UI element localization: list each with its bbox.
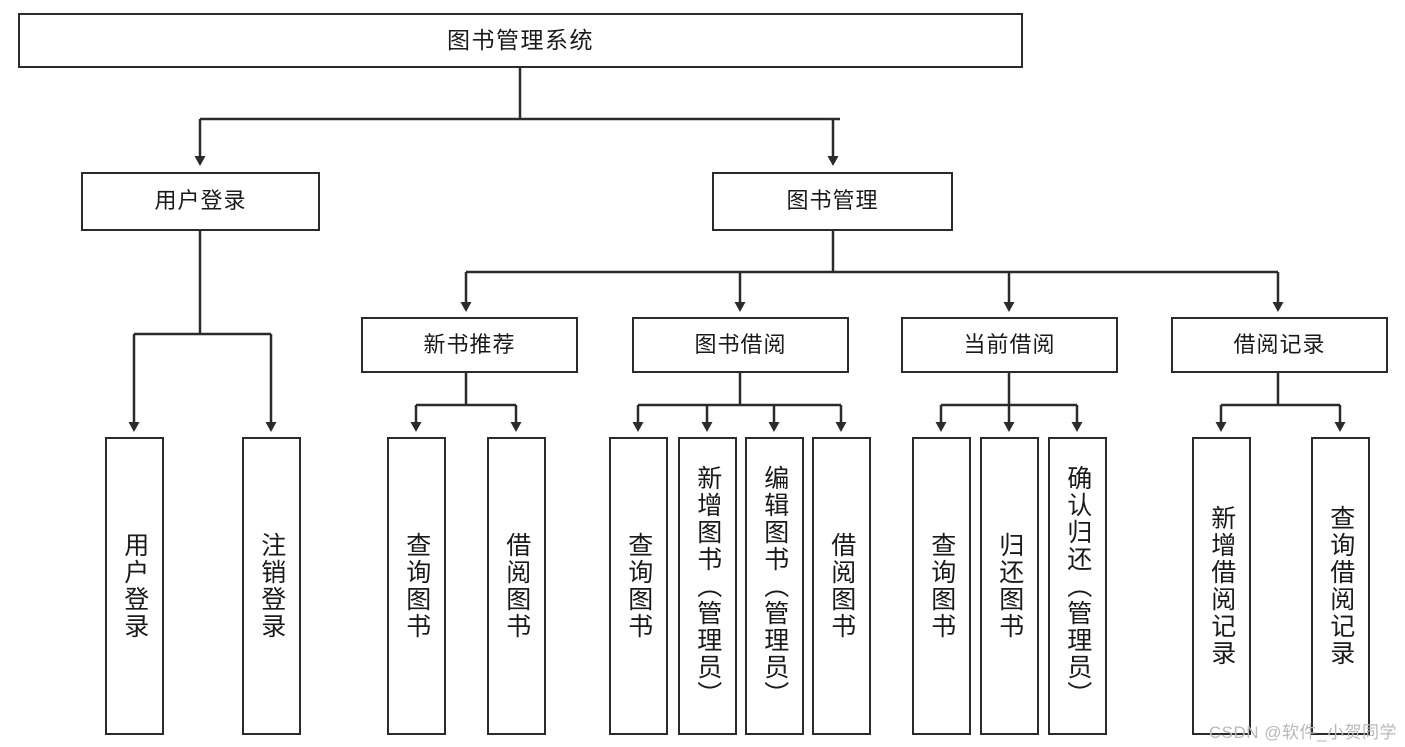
node-label: 借阅图书 [502,532,531,640]
node-label: 新增图书（管理员） [693,464,722,708]
node-label: 新书推荐 [423,331,516,357]
node-label: 用户登录 [154,188,247,214]
node-user-login[interactable]: 用户登录 [81,172,320,231]
node-book-management[interactable]: 图书管理 [712,172,953,231]
leaf-current-confirm-return-admin[interactable]: 确认归还（管理员） [1048,437,1107,735]
leaf-borrow-query-book[interactable]: 查询图书 [609,437,668,735]
leaf-borrow-edit-book-admin[interactable]: 编辑图书（管理员） [745,437,804,735]
node-borrow-record[interactable]: 借阅记录 [1171,317,1388,373]
node-label: 借阅图书 [827,532,856,640]
leaf-record-add-record[interactable]: 新增借阅记录 [1192,437,1251,735]
node-label: 查询图书 [927,532,956,640]
node-label: 图书管理 [786,188,879,214]
leaf-newbook-query-book[interactable]: 查询图书 [387,437,446,735]
node-label: 查询图书 [402,532,431,640]
node-label: 注销登录 [257,532,286,640]
node-book-borrow[interactable]: 图书借阅 [632,317,849,373]
node-label: 查询借阅记录 [1326,505,1355,667]
node-root-system[interactable]: 图书管理系统 [18,13,1023,68]
node-label: 新增借阅记录 [1207,505,1236,667]
node-label: 图书管理系统 [447,26,594,53]
node-current-borrow[interactable]: 当前借阅 [901,317,1118,373]
node-new-book-recommend[interactable]: 新书推荐 [361,317,578,373]
leaf-user-logout[interactable]: 注销登录 [242,437,301,735]
node-label: 当前借阅 [963,331,1056,357]
node-label: 借阅记录 [1233,331,1326,357]
node-label: 归还图书 [995,532,1024,640]
leaf-current-query-book[interactable]: 查询图书 [912,437,971,735]
leaf-borrow-borrow-book[interactable]: 借阅图书 [812,437,871,735]
leaf-current-return-book[interactable]: 归还图书 [980,437,1039,735]
leaf-user-login[interactable]: 用户登录 [105,437,164,735]
node-label: 图书借阅 [694,331,787,357]
node-label: 确认归还（管理员） [1063,464,1092,708]
leaf-record-query-record[interactable]: 查询借阅记录 [1311,437,1370,735]
leaf-newbook-borrow-book[interactable]: 借阅图书 [487,437,546,735]
node-label: 查询图书 [624,532,653,640]
leaf-borrow-add-book-admin[interactable]: 新增图书（管理员） [678,437,737,735]
node-label: 用户登录 [120,532,149,640]
node-label: 编辑图书（管理员） [760,464,789,708]
